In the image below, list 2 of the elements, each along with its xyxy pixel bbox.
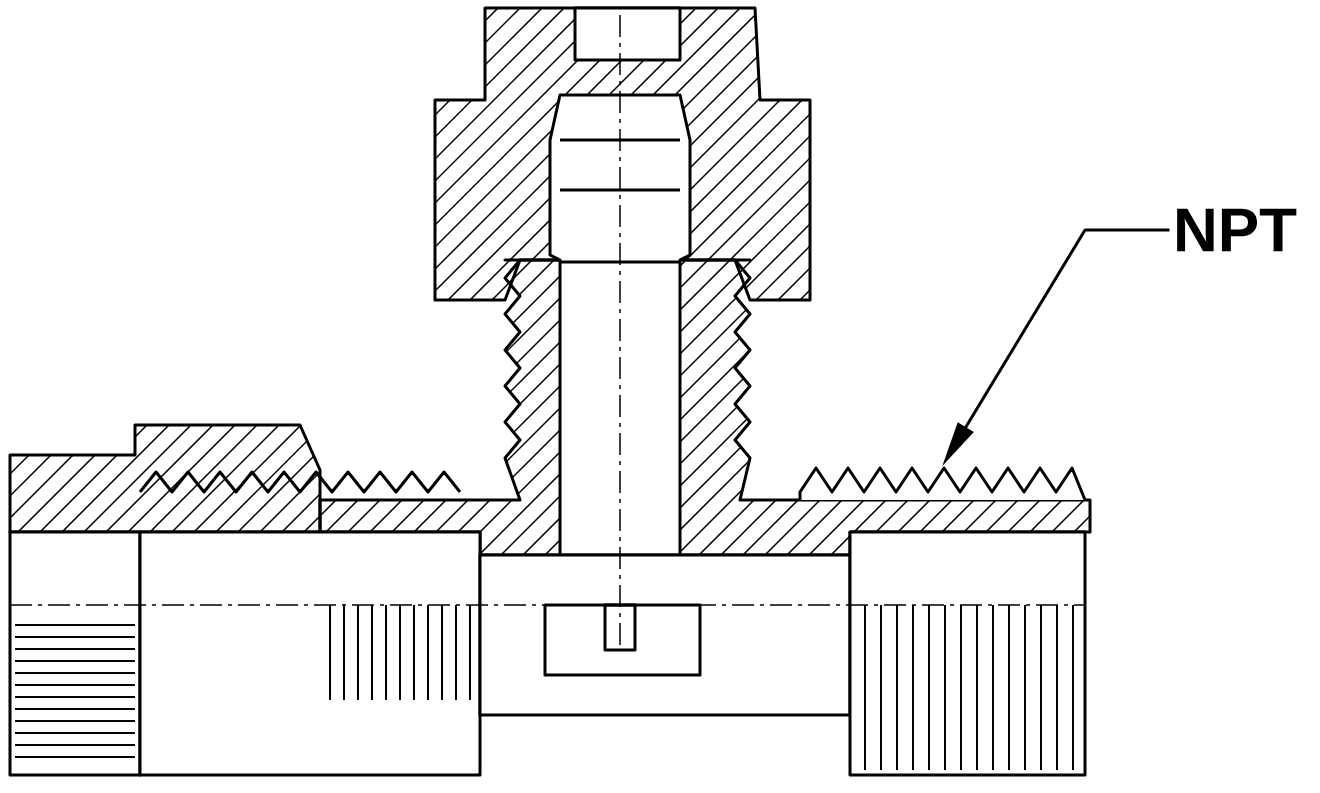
callout-label: NPT xyxy=(1177,208,1297,252)
pipe-thread xyxy=(798,466,1087,502)
